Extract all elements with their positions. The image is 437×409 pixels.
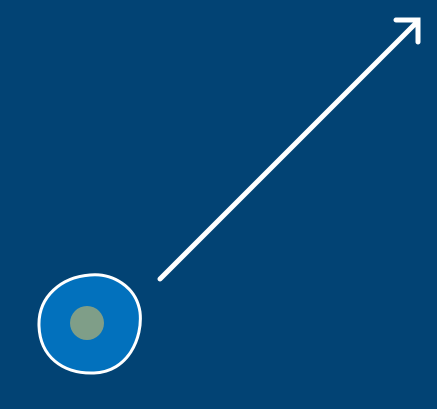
diagonal-arrow-icon (157, 17, 421, 282)
arrow-head (393, 17, 421, 45)
nucleus-icon (70, 306, 104, 340)
arrow-shaft (157, 20, 419, 282)
cell-icon (37, 273, 142, 375)
